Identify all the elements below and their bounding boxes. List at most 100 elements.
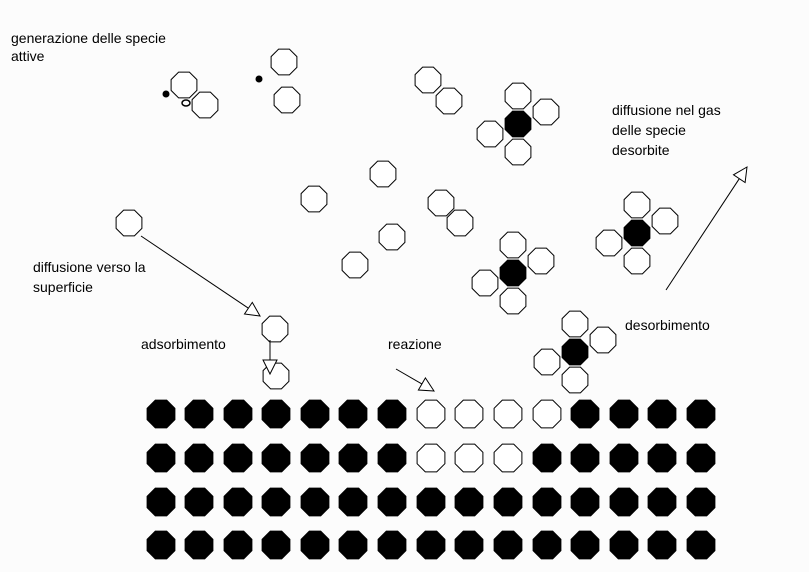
surface-atom: [686, 399, 716, 429]
surface-vacancy: [416, 443, 446, 473]
surface-atom: [416, 487, 446, 517]
cluster-satellite-atom: [623, 247, 651, 275]
surface-atom: [261, 530, 291, 560]
cluster-center-atom: [499, 259, 527, 287]
gas-atom: [378, 223, 406, 251]
bond-loop: [181, 99, 191, 107]
cluster-satellite-atom: [533, 348, 561, 376]
cluster-center-atom: [623, 219, 651, 247]
cluster-satellite-atom: [532, 98, 560, 126]
surface-atom: [647, 487, 677, 517]
gas-diffusion-label-line2: delle specie: [612, 122, 686, 138]
diatomic-molecule: [427, 189, 474, 237]
surface-atom: [300, 487, 330, 517]
surface-atom: [377, 530, 407, 560]
surface-atom: [609, 443, 639, 473]
gas-atom: [300, 185, 328, 213]
surface-vacancy: [416, 399, 446, 429]
surface-atom: [261, 487, 291, 517]
product-cluster: [476, 82, 560, 166]
product-cluster: [471, 231, 555, 315]
surface-atom: [532, 530, 562, 560]
cluster-satellite-atom: [476, 120, 504, 148]
reaction-arrow: [395, 368, 435, 392]
molecule-atom: [170, 71, 198, 99]
surface-atom: [223, 487, 253, 517]
cluster-satellite-atom: [499, 231, 527, 259]
surface-vacancy: [454, 443, 484, 473]
product-cluster: [533, 310, 617, 394]
cluster-satellite-atom: [623, 191, 651, 219]
molecule-atom: [446, 209, 474, 237]
surface-atom: [146, 487, 176, 517]
surface-vacancy: [493, 399, 523, 429]
surface-atom: [300, 443, 330, 473]
cluster-satellite-atom: [499, 287, 527, 315]
cluster-satellite-atom: [527, 247, 555, 275]
surface-vacancy: [454, 399, 484, 429]
cluster-satellite-atom: [504, 138, 532, 166]
cluster-satellite-atom: [504, 82, 532, 110]
surface-atom: [261, 399, 291, 429]
surface-atom: [223, 443, 253, 473]
surface-atom: [570, 487, 600, 517]
surface-atom: [377, 487, 407, 517]
surface-atom: [647, 399, 677, 429]
surface-atom: [261, 443, 291, 473]
surface-diffusion-arrow: [140, 235, 261, 317]
surface-atom: [377, 399, 407, 429]
surface-atom: [609, 530, 639, 560]
surface-atom: [532, 487, 562, 517]
surface-atom: [377, 443, 407, 473]
surface-atom: [493, 487, 523, 517]
diatomic-molecule: [414, 66, 463, 115]
surface-atom: [300, 399, 330, 429]
surface-atom: [338, 530, 368, 560]
surface-diffusion-label-line2: superficie: [33, 279, 93, 295]
surface-atom: [647, 530, 677, 560]
desorption-label: desorbimento: [625, 317, 710, 333]
surface-atom: [609, 399, 639, 429]
arrow-shaft: [140, 235, 249, 309]
molecule-atom: [414, 66, 442, 94]
gas-phase: [115, 48, 474, 390]
surface-atom: [184, 399, 214, 429]
surface-atom: [532, 443, 562, 473]
cluster-satellite-atom: [651, 207, 679, 235]
surface-atom: [184, 443, 214, 473]
gas-atom: [369, 160, 397, 188]
cluster-satellite-atom: [589, 326, 617, 354]
gas-atom: [270, 48, 298, 76]
surface-atom: [338, 399, 368, 429]
surface-atom: [609, 487, 639, 517]
surface-atom: [454, 487, 484, 517]
generation-label-line2: attive: [11, 48, 45, 64]
arrow-head: [262, 359, 278, 376]
arrow-head: [243, 301, 261, 317]
radical-dot: [255, 75, 263, 83]
surface-atom: [454, 530, 484, 560]
cluster-satellite-atom: [561, 366, 589, 394]
surface-atom: [146, 399, 176, 429]
cluster-satellite-atom: [471, 269, 499, 297]
arrow-head: [732, 166, 748, 184]
surface-atom: [146, 530, 176, 560]
diatomic-molecule: [170, 71, 219, 119]
arrow-shaft: [395, 368, 423, 385]
arrow-head: [417, 376, 435, 392]
surface-atom: [184, 530, 214, 560]
cluster-satellite-atom: [595, 229, 623, 257]
surface-atom: [300, 530, 330, 560]
surface-diffusion-label-line1: diffusione verso la: [33, 259, 146, 275]
surface-atom: [223, 399, 253, 429]
generation-label-line1: generazione delle specie: [11, 30, 166, 46]
surface-atom: [338, 443, 368, 473]
molecule-atom: [427, 189, 455, 217]
gas-diffusion-label-line1: diffusione nel gas: [612, 102, 721, 118]
cluster-satellite-atom: [561, 310, 589, 338]
surface-atom: [493, 530, 523, 560]
cluster-center-atom: [504, 110, 532, 138]
surface-atom: [570, 443, 600, 473]
